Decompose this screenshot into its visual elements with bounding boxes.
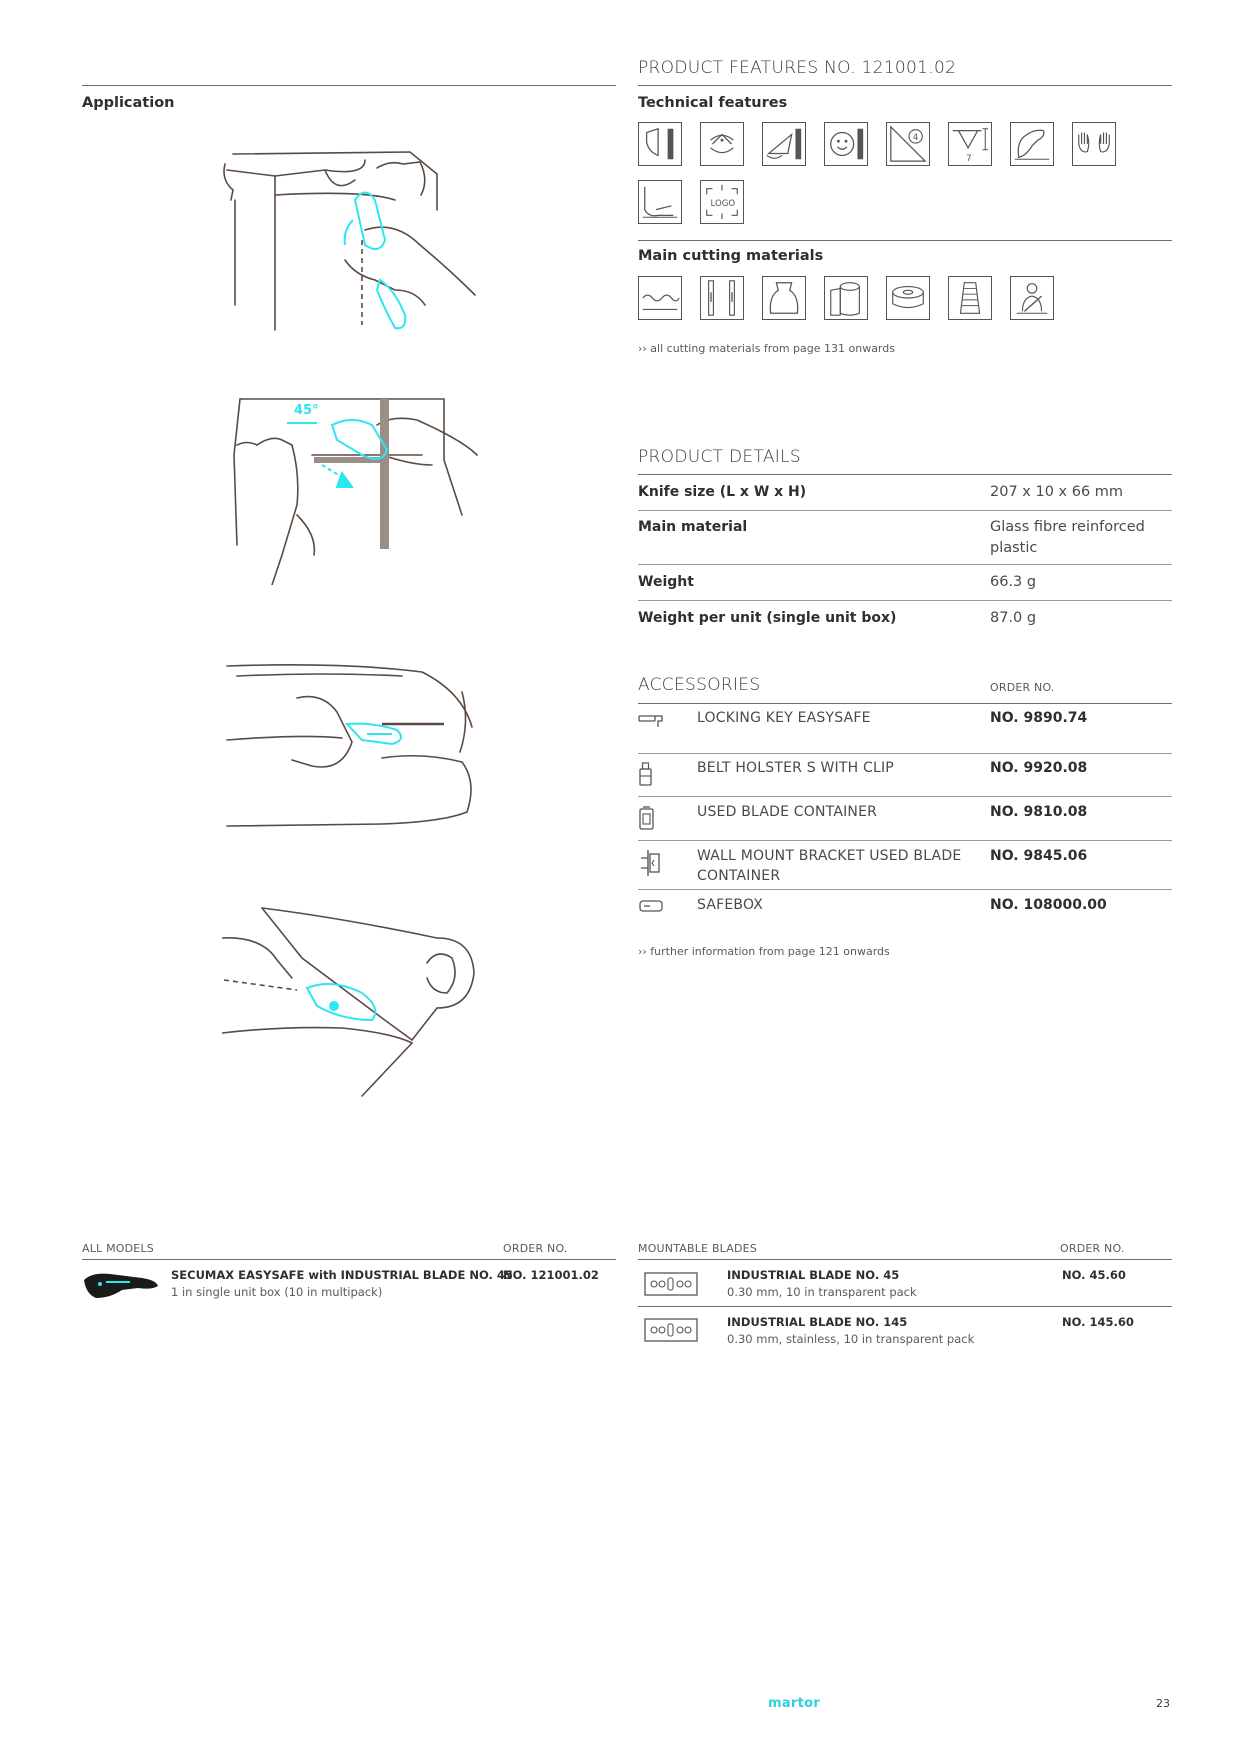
details-rule: [638, 510, 1172, 511]
detail-label-weight: Weight: [638, 574, 694, 590]
left-hand-icon: [1010, 122, 1054, 166]
accessory-order-no: NO. 9920.08: [990, 760, 1088, 776]
details-rule: [638, 564, 1172, 565]
wall-mount-icon: [641, 850, 660, 876]
page-number: 23: [1156, 1697, 1170, 1710]
model-name: SECUMAX EASYSAFE with INDUSTRIAL BLADE N…: [171, 1268, 513, 1282]
svg-text:7: 7: [966, 154, 971, 164]
technical-heading: Technical features: [638, 95, 788, 111]
smiley-icon: [824, 122, 868, 166]
blade-depth-4-icon: 4: [886, 122, 930, 166]
accessory-name: USED BLADE CONTAINER: [697, 804, 878, 820]
blades-rule: [638, 1306, 1172, 1307]
details-rule: [638, 600, 1172, 601]
features-heading: PRODUCT FEATURES NO. 121001.02: [638, 58, 957, 78]
blade-change-icon: [762, 122, 806, 166]
accessory-order-no: NO. 9845.06: [990, 848, 1088, 864]
blades-order-no-label: ORDER NO.: [1060, 1242, 1125, 1255]
accessory-order-no: NO. 108000.00: [990, 897, 1107, 913]
rotate-blade-icon: [700, 122, 744, 166]
cutting-depth-7-icon: 7: [948, 122, 992, 166]
materials-heading: Main cutting materials: [638, 248, 824, 264]
detail-value-knife-size: 207 x 10 x 66 mm: [990, 484, 1124, 500]
locking-key-icon: [638, 715, 663, 727]
accessory-order-no: NO. 9810.08: [990, 804, 1088, 820]
safety-belt-icon: [1010, 276, 1054, 320]
detail-value-weight-unit: 87.0 g: [990, 610, 1037, 626]
blade-name: INDUSTRIAL BLADE NO. 45: [727, 1268, 900, 1282]
detail-value-weight: 66.3 g: [990, 574, 1037, 590]
accessories-heading: ACCESSORIES: [638, 675, 761, 695]
accessory-name: LOCKING KEY EASYSAFE: [697, 710, 871, 726]
blade-holder-icon: [638, 180, 682, 224]
blade-order-no: NO. 145.60: [1062, 1315, 1134, 1329]
blade-name: INDUSTRIAL BLADE NO. 145: [727, 1315, 908, 1329]
belt-holster-icon: [639, 762, 652, 786]
accessories-order-no-label: ORDER NO.: [990, 681, 1055, 694]
application-illustration-box-45: 45°: [233, 398, 478, 585]
model-desc: 1 in single unit box (10 in multipack): [171, 1285, 383, 1299]
knife-thumbnail: [84, 1273, 158, 1298]
header-rule-left: [82, 85, 616, 86]
logo-icon: LOGO: [700, 180, 744, 224]
all-models-rule: [82, 1259, 616, 1260]
both-hands-icon: [1072, 122, 1116, 166]
safebox-icon: [639, 900, 663, 912]
accessories-rule: [638, 889, 1172, 890]
application-illustration-roll: [226, 664, 473, 827]
tape-roll-icon: [886, 276, 930, 320]
accessories-rule: [638, 753, 1172, 754]
accessories-note[interactable]: ›› further information from page 121 onw…: [638, 945, 890, 958]
paper-roll-icon: [824, 276, 868, 320]
blade-45-icon: [644, 1272, 698, 1296]
detail-label-material: Main material: [638, 519, 748, 535]
accessories-rule: [638, 796, 1172, 797]
blades-heading: MOUNTABLE BLADES: [638, 1242, 757, 1255]
svg-text:4: 4: [913, 133, 918, 143]
materials-rule: [638, 240, 1172, 241]
details-heading: PRODUCT DETAILS: [638, 447, 801, 467]
details-rule-top: [638, 474, 1172, 475]
blade-145-icon: [644, 1318, 698, 1342]
accessory-name: WALL MOUNT BRACKET USED BLADE CONTAINER: [697, 848, 962, 884]
corrugated-cardboard-icon: [638, 276, 682, 320]
accessory-name: BELT HOLSTER S WITH CLIP: [697, 760, 894, 776]
detail-value-material: Glass fibre reinforced plastic: [990, 519, 1145, 556]
model-order-no: NO. 121001.02: [503, 1268, 599, 1282]
straps-icon: [700, 276, 744, 320]
blade-desc: 0.30 mm, 10 in transparent pack: [727, 1285, 917, 1299]
application-illustration-paper: [222, 907, 475, 1097]
svg-text:LOGO: LOGO: [711, 199, 736, 209]
detail-label-weight-unit: Weight per unit (single unit box): [638, 610, 897, 626]
blade-desc: 0.30 mm, stainless, 10 in transparent pa…: [727, 1332, 975, 1346]
header-rule-right: [638, 85, 1172, 86]
bag-icon: [762, 276, 806, 320]
shield-icon: [638, 122, 682, 166]
application-illustration-box-top: [223, 151, 476, 331]
accessory-order-no: NO. 9890.74: [990, 710, 1088, 726]
all-models-heading: ALL MODELS: [82, 1242, 154, 1255]
brand-logo: martor: [768, 1696, 821, 1711]
accessories-rule-top: [638, 703, 1172, 704]
accessories-rule: [638, 840, 1172, 841]
materials-note[interactable]: ›› all cutting materials from page 131 o…: [638, 342, 895, 355]
all-models-order-no-label: ORDER NO.: [503, 1242, 568, 1255]
svg-text:45°: 45°: [294, 403, 319, 418]
blade-order-no: NO. 45.60: [1062, 1268, 1126, 1282]
accessory-name: SAFEBOX: [697, 897, 764, 913]
yarn-cone-icon: [948, 276, 992, 320]
blade-container-icon: [639, 806, 654, 830]
blades-rule: [638, 1259, 1172, 1260]
application-heading: Application: [82, 95, 175, 111]
detail-label-knife-size: Knife size (L x W x H): [638, 484, 807, 500]
